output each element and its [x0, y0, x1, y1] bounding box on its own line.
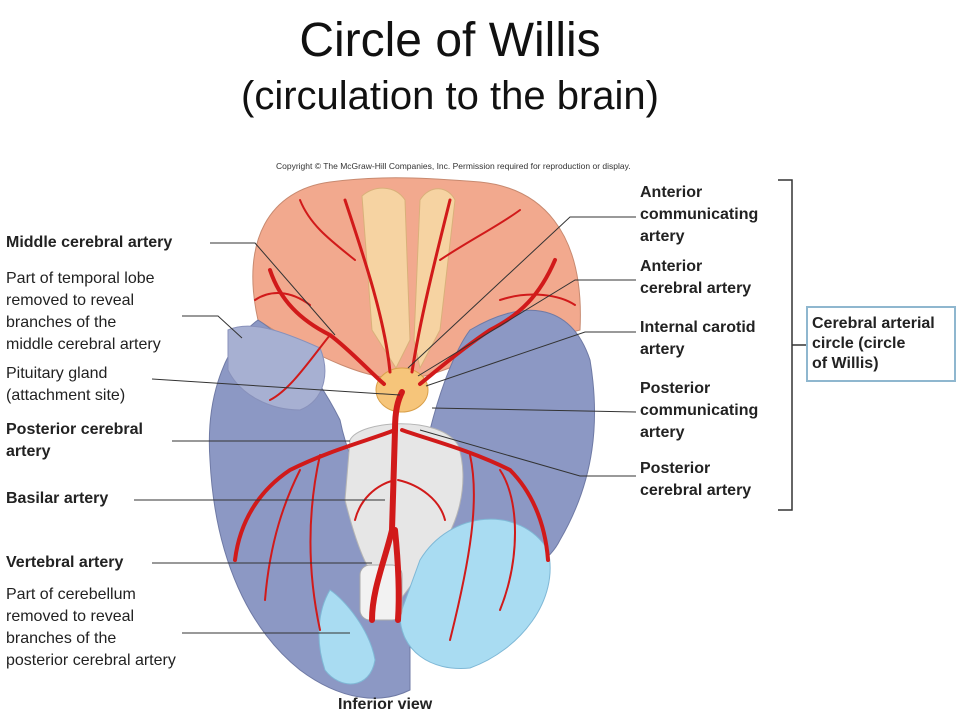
label-posterior-communicating-artery: Posterior communicating artery	[640, 380, 759, 441]
label-internal-carotid-artery: Internal carotid artery	[640, 319, 756, 358]
copyright-notice: Copyright © The McGraw-Hill Companies, I…	[276, 161, 631, 171]
right-leader-lines	[407, 216, 637, 477]
midline-tracts	[361, 187, 456, 370]
label-vertebral-artery: Vertebral artery	[6, 554, 124, 571]
label-posterior-cerebral-artery-left: Posterior cerebral artery	[6, 421, 143, 460]
title: Circle of Willis	[299, 14, 601, 67]
label-anterior-communicating-artery: Anterior communicating artery	[640, 184, 759, 245]
cerebellum-right	[399, 518, 551, 669]
label-anterior-cerebral-artery: Anterior cerebral artery	[640, 258, 752, 297]
right-hemisphere-posterior	[429, 309, 596, 578]
view-label: Inferior view	[338, 696, 433, 713]
left-leader-lines	[134, 242, 401, 634]
label-posterior-cerebral-artery-right: Posterior cerebral artery	[640, 460, 752, 499]
label-middle-cerebral-artery: Middle cerebral artery	[6, 234, 173, 251]
label-pituitary-gland: Pituitary gland (attachment site)	[6, 365, 126, 404]
cerebral-arterial-circle-box: Cerebral arterial circle (circle of Will…	[806, 306, 956, 382]
label-cerebellum: Part of cerebellum removed to reveal bra…	[6, 586, 176, 669]
subtitle: (circulation to the brain)	[241, 74, 659, 118]
arteries	[233, 198, 576, 641]
label-basilar-artery: Basilar artery	[6, 490, 109, 507]
circle-of-willis-bracket	[778, 179, 806, 511]
label-temporal-lobe: Part of temporal lobe removed to reveal …	[6, 270, 161, 353]
